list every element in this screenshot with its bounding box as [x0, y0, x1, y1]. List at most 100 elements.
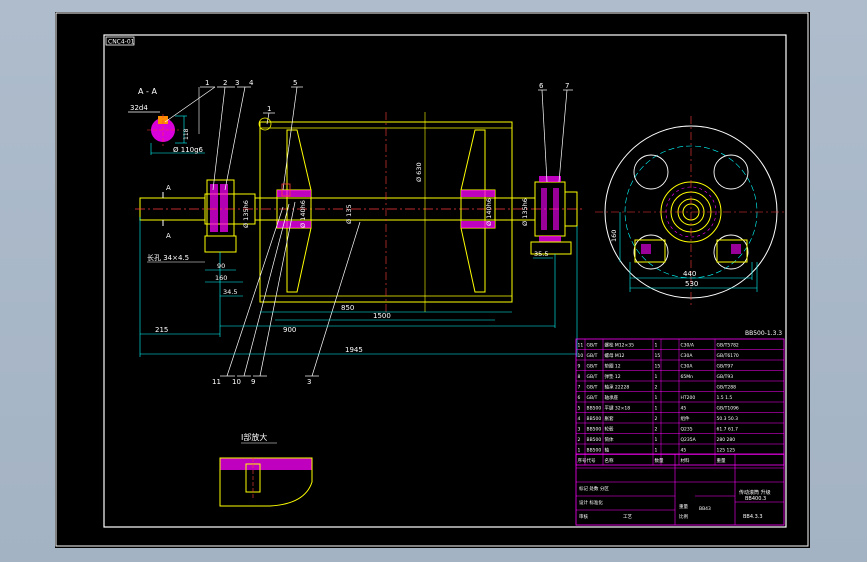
section-label: A - A — [138, 87, 157, 96]
bom-cell: 4 — [578, 416, 581, 422]
bom-cell: 1 — [655, 448, 658, 454]
bom-cell: 2 — [655, 427, 658, 433]
svg-text:3: 3 — [235, 79, 239, 87]
bom-cell: GB/T — [587, 374, 598, 380]
bom-cell: C30A — [681, 353, 694, 359]
title-code: BB500-1.3.3 — [745, 330, 782, 337]
bom-cell: 8 — [578, 374, 581, 380]
bom-cell: 螺母 M12 — [605, 352, 625, 359]
bearing-dia-left: Ø 135h6 — [242, 200, 250, 228]
hub-dia: Ø 140h6 — [299, 200, 307, 228]
bom-cell: C30/A — [681, 343, 695, 349]
bom-cell: HT200 — [681, 395, 696, 401]
svg-text:1: 1 — [267, 105, 271, 113]
svg-text:标记 处数 分区: 标记 处数 分区 — [579, 485, 609, 492]
drum-shell — [259, 121, 513, 303]
key-height-dim: 118 — [183, 128, 190, 140]
bom-cell: 45 — [681, 448, 687, 454]
bom-cell: 11 — [578, 343, 584, 349]
keyway-note: 32d4 — [130, 104, 148, 112]
bom-cell: 1.5 1.5 — [717, 395, 733, 401]
bom-header-cell: 代号 — [587, 457, 596, 464]
bom-cell: Q235 — [681, 427, 693, 433]
svg-text:比例: 比例 — [679, 513, 688, 520]
bom-cell: C30A — [681, 364, 694, 370]
svg-text:10: 10 — [232, 378, 241, 386]
svg-text:160: 160 — [215, 274, 227, 282]
svg-text:900: 900 — [283, 326, 296, 334]
bom-header-cell: 材料 — [681, 457, 690, 464]
drawing-sheet[interactable]: CNC4-01 A - A 32d4 118 Ø 110g6 A A — [55, 12, 810, 548]
right-hub-plate — [460, 129, 486, 293]
bom-cell: 1 — [655, 395, 658, 401]
svg-text:1: 1 — [205, 79, 209, 87]
bom-cell: GB/T — [587, 364, 598, 370]
bom-cell: 1 — [655, 374, 658, 380]
svg-text:3: 3 — [307, 378, 311, 386]
bom-cell: 轴承座 — [605, 394, 619, 401]
svg-text:90: 90 — [217, 262, 225, 270]
drum-dia: Ø 630 — [415, 162, 423, 182]
shaft-dia: Ø 135 — [345, 204, 353, 224]
bom-cell: 平键 32×18 — [605, 405, 631, 412]
bom-cell: 垫圈 12 — [605, 363, 621, 370]
bom-cell: 61.7 61.7 — [717, 427, 739, 433]
bom-cell: 胀套 — [605, 415, 614, 422]
bom-cell: 1 — [655, 437, 658, 443]
svg-text:审核: 审核 — [579, 513, 588, 520]
bom-cell: GB/T5782 — [717, 343, 739, 349]
sheet-tag: CNC4-01 — [108, 39, 135, 46]
svg-text:A: A — [166, 184, 171, 192]
svg-text:6: 6 — [539, 82, 544, 90]
bom-cell: BB500 — [587, 416, 602, 422]
svg-text:BB4.3.3: BB4.3.3 — [743, 514, 763, 520]
svg-text:11: 11 — [212, 378, 221, 386]
bom-cell: 280 280 — [717, 437, 736, 443]
svg-text:传动滚筒 升级: 传动滚筒 升级 — [739, 489, 771, 496]
bom-cell: 15 — [655, 353, 661, 359]
bom-cell: 弹垫 12 — [605, 373, 621, 380]
bolt-marker — [281, 183, 291, 197]
svg-text:5: 5 — [293, 79, 297, 87]
bom-cell: 5 — [578, 406, 581, 412]
bom-header-cell: 重量 — [717, 457, 726, 464]
bom-cell: GB/T97 — [717, 364, 734, 370]
outer-frame — [55, 12, 809, 547]
svg-text:160: 160 — [610, 230, 618, 242]
svg-text:BB400.3: BB400.3 — [745, 496, 766, 502]
svg-text:215: 215 — [155, 326, 168, 334]
bom-cell: GB/T — [587, 385, 598, 391]
detail-view — [219, 457, 313, 507]
bom-cell: 1 — [578, 448, 581, 454]
svg-text:重量: 重量 — [679, 503, 688, 510]
svg-text:4: 4 — [249, 79, 254, 87]
bom-cell: GB/T — [587, 353, 598, 359]
svg-text:工艺: 工艺 — [623, 514, 632, 520]
bom-cell: 7 — [578, 385, 581, 391]
bom-cell: GB/T1096 — [717, 406, 739, 412]
bearing-dia-right: Ø 135h6 — [521, 198, 529, 226]
svg-text:850: 850 — [341, 304, 354, 312]
bom-cell: 轴承 22228 — [605, 384, 630, 391]
keyhole-note: 长孔 34×4.5 — [147, 253, 189, 262]
bom-cell: 10 — [578, 353, 584, 359]
bom-cell: 3 — [578, 427, 581, 433]
svg-text:530: 530 — [685, 280, 698, 288]
bom-cell: 65Mn — [681, 374, 694, 380]
bom-cell: BB500 — [587, 448, 602, 454]
bom-cell: 45 — [681, 406, 687, 412]
bom-cell: GB/T6170 — [717, 353, 739, 359]
bom-cell: BB500 — [587, 406, 602, 412]
svg-text:7: 7 — [565, 82, 569, 90]
svg-text:34.5: 34.5 — [223, 288, 237, 296]
bom-header-cell: 名称 — [605, 457, 614, 464]
bom-cell: 筒体 — [605, 436, 614, 443]
bom-header-cell: 数量 — [655, 457, 664, 464]
bom-cell: BB500 — [587, 427, 602, 433]
bom-header-cell: 序号 — [578, 457, 587, 464]
svg-text:35.5: 35.5 — [534, 250, 548, 258]
svg-text:9: 9 — [251, 378, 255, 386]
bom-cell: 50.3 50.3 — [717, 416, 739, 422]
detail-title: I部放大 — [241, 432, 267, 442]
